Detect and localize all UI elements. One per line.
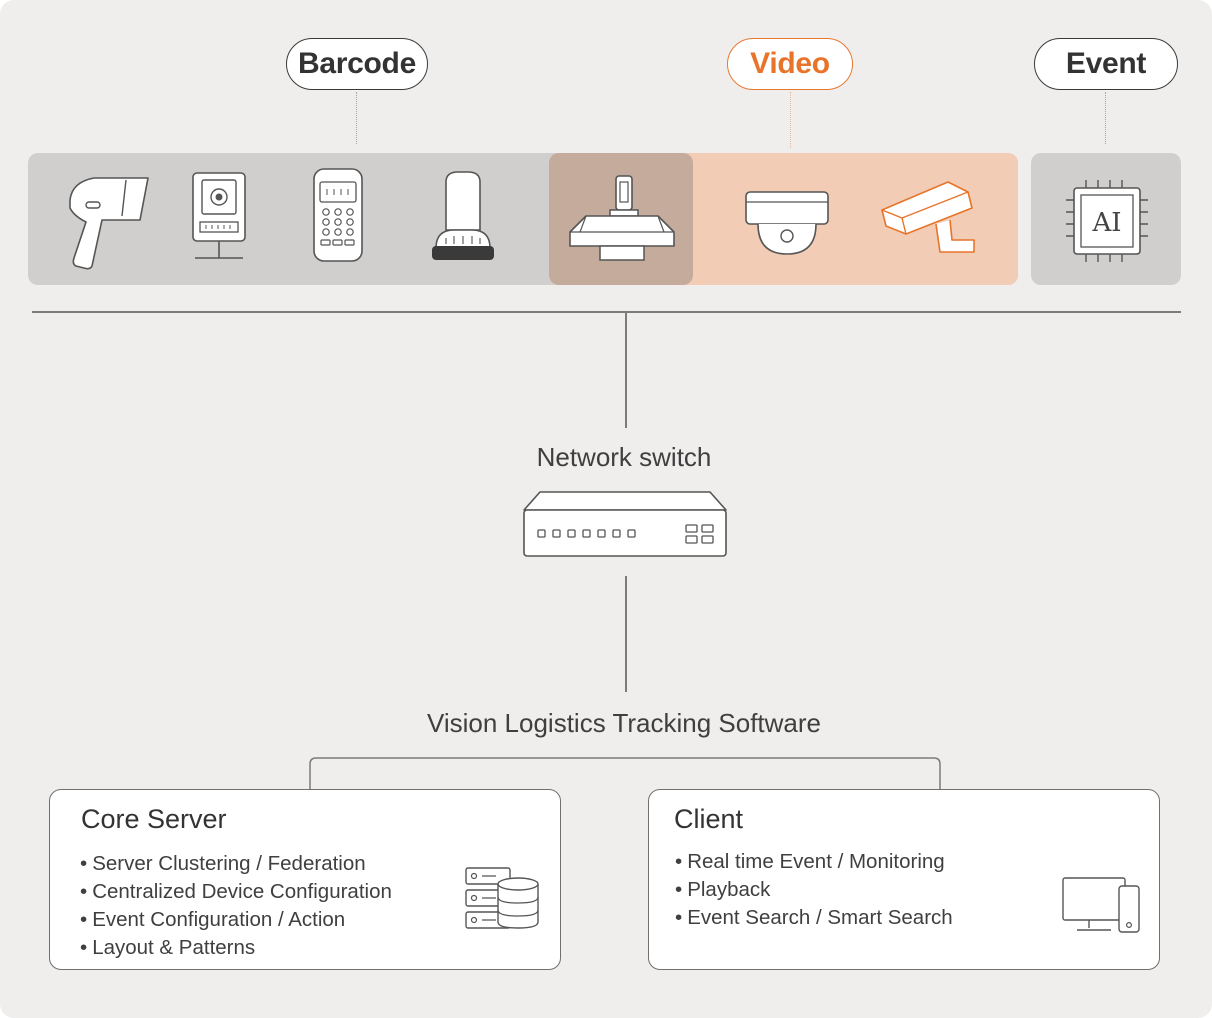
- list-item: Centralized Device Configuration: [80, 878, 392, 906]
- ai-chip-label: AI: [1091, 208, 1121, 238]
- client-title: Client: [674, 804, 744, 834]
- barcode-connector: [356, 92, 357, 144]
- client-feature-list: Real time Event / Monitoring Playback Ev…: [675, 848, 953, 932]
- handheld-scanner-icon: [69, 177, 149, 270]
- fixed-scanner-icon: [432, 171, 494, 260]
- software-label: Vision Logistics Tracking Software: [426, 708, 822, 738]
- barcode-category-label: Barcode: [286, 38, 428, 90]
- network-switch-icon: [523, 491, 727, 557]
- list-item: Server Clustering / Federation: [80, 850, 392, 878]
- event-connector: [1105, 92, 1106, 144]
- ai-chip-icon: AI: [1066, 180, 1148, 262]
- server-database-icon: [465, 867, 539, 929]
- core-server-card: Core Server Server Clustering / Federati…: [49, 789, 561, 970]
- event-category-label: Event: [1034, 38, 1178, 90]
- list-item: Playback: [675, 876, 953, 904]
- bullet-camera-icon: [881, 181, 975, 253]
- dimension-scanner-icon: [569, 175, 675, 261]
- kiosk-scanner-icon: [192, 172, 246, 259]
- core-server-feature-list: Server Clustering / Federation Centraliz…: [80, 850, 392, 962]
- bus-to-switch-line: [625, 312, 627, 428]
- dome-camera-icon: [745, 191, 829, 255]
- video-connector: [790, 92, 791, 148]
- switch-to-software-line: [625, 576, 627, 692]
- software-split-bracket: [309, 757, 941, 790]
- device-bus-line: [32, 311, 1181, 313]
- core-server-title: Core Server: [81, 804, 227, 834]
- list-item: Layout & Patterns: [80, 934, 392, 962]
- list-item: Event Configuration / Action: [80, 906, 392, 934]
- keypad-terminal-icon: [313, 168, 363, 262]
- client-card: Client Real time Event / Monitoring Play…: [648, 789, 1160, 970]
- video-category-label: Video: [727, 38, 853, 90]
- list-item: Event Search / Smart Search: [675, 904, 952, 932]
- list-item: Real time Event / Monitoring: [675, 848, 953, 876]
- network-switch-label: Network switch: [536, 442, 712, 472]
- monitor-mobile-icon: [1062, 877, 1140, 933]
